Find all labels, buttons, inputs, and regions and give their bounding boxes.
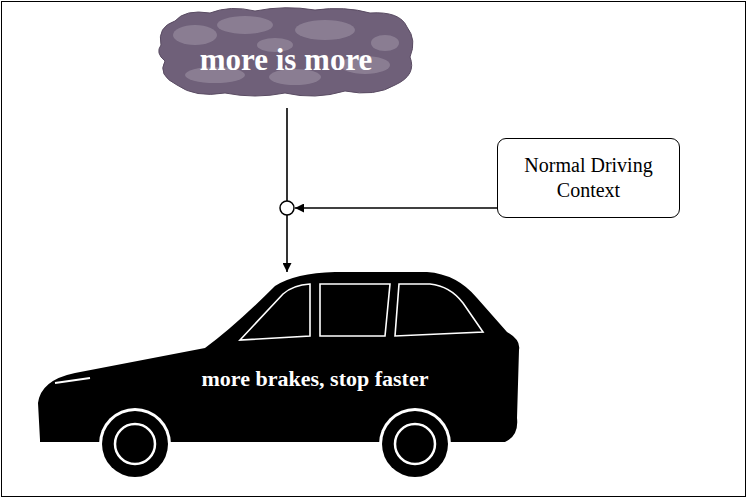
arrow-connector [286, 108, 288, 272]
car-wheel [102, 411, 168, 477]
wheel-rim [115, 424, 155, 464]
car-shape: more brakes, stop faster [35, 268, 525, 480]
wheel-rim [395, 424, 435, 464]
node-label: more brakes, stop faster [155, 365, 475, 393]
car-body [38, 272, 519, 442]
cloud-shape: more is more [155, 5, 417, 100]
cloud-texture [295, 20, 355, 40]
cloud-outline [159, 8, 413, 96]
cloud-texture [217, 16, 273, 34]
wheel-arch [99, 408, 171, 480]
context-label: Normal Driving Context [499, 153, 678, 203]
arrow-connector [295, 207, 497, 209]
cloud-texture [371, 35, 399, 51]
car-wheel [382, 411, 448, 477]
car-window [240, 284, 310, 340]
car-window [320, 284, 390, 336]
junction-circle [280, 201, 294, 215]
car-headlight [55, 378, 90, 383]
wheel-arch [379, 408, 451, 480]
node-label: more is more [175, 41, 397, 80]
context-box: Normal Driving Context [497, 138, 680, 218]
car-window [395, 284, 483, 336]
